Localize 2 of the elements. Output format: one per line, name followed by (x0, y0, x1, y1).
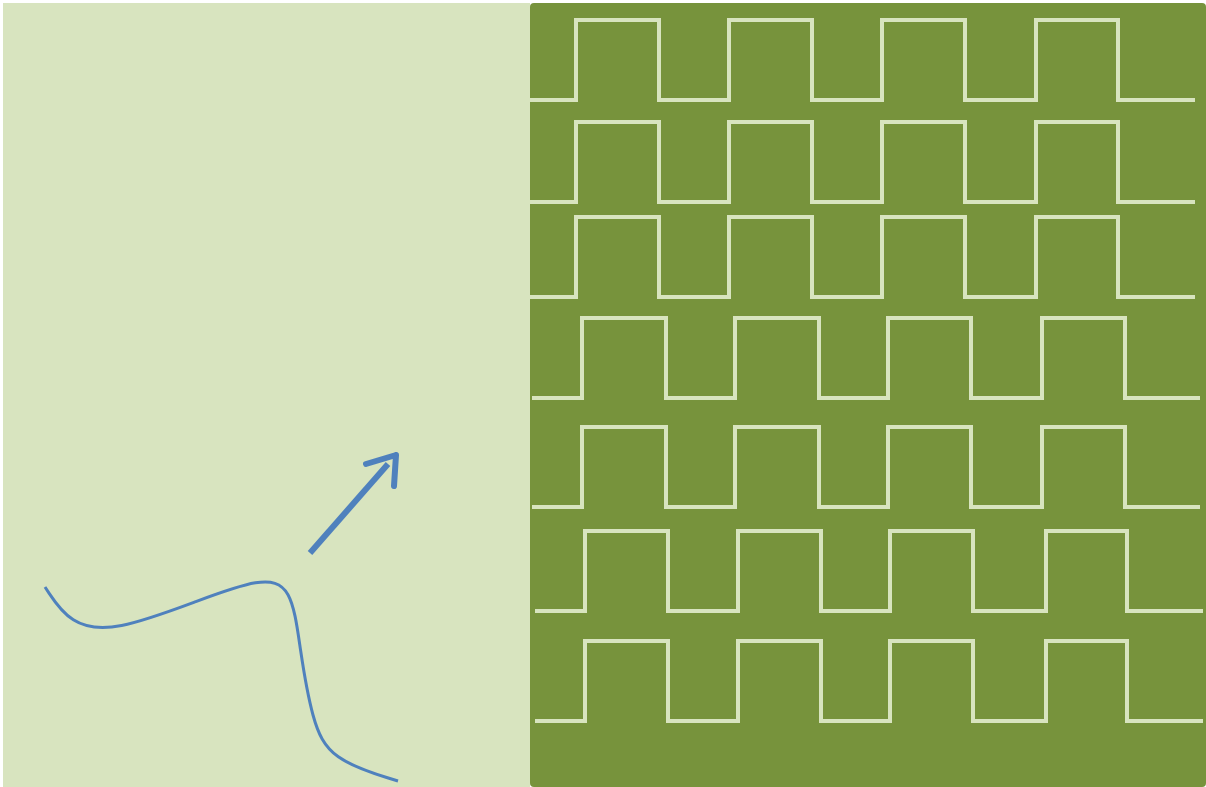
panel-background (530, 3, 1206, 787)
panel-background (3, 3, 530, 787)
